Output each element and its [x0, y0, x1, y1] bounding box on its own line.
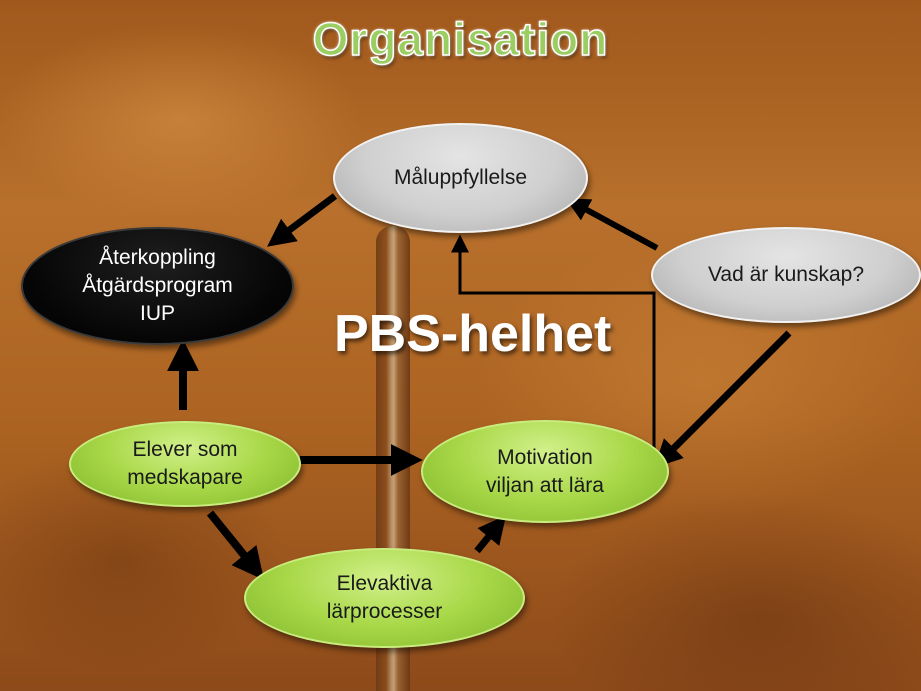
node-elever-som-medskapare: Elever som medskapare — [69, 421, 301, 507]
node-elevaktiva-line-2: lärprocesser — [326, 600, 443, 623]
node-aterkoppling: Återkoppling Åtgärdsprogram IUP — [21, 227, 294, 345]
node-aterkoppling-line-3: IUP — [139, 301, 175, 325]
node-motivation: Motivation viljan att lära — [421, 420, 669, 523]
arrow-motivation-to-maluppfyllelse — [451, 234, 656, 452]
center-label: PBS-helhet — [334, 305, 612, 363]
node-aterkoppling-line-1: Återkoppling — [99, 246, 216, 270]
node-maluppfyllelse: Måluppfyllelse — [333, 123, 588, 233]
slide-title: Organisation — [312, 12, 609, 66]
node-elevaktiva-line-1: Elevaktiva — [336, 572, 433, 596]
node-elever-line-2: medskapare — [127, 466, 243, 489]
node-elevaktiva-larprocesser: Elevaktiva lärprocesser — [244, 548, 525, 648]
node-elever-line-1: Elever som — [132, 438, 238, 462]
arrow-vad-ar-kunskap-to-maluppfyllelse — [565, 198, 659, 251]
arrow-elever-to-elevaktiva — [206, 510, 265, 580]
node-vad-ar-kunskap-line-1: Vad är kunskap? — [707, 263, 865, 287]
node-maluppfyllelse-line-1: Måluppfyllelse — [393, 166, 528, 190]
node-vad-ar-kunskap: Vad är kunskap? — [651, 227, 921, 323]
arrow-vad-ar-kunskap-to-motivation — [654, 330, 792, 468]
arrow-maluppfyllelse-to-aterkoppling — [267, 193, 338, 247]
arrow-elevaktiva-to-motivation — [474, 515, 507, 554]
node-motivation-line-1: Motivation — [497, 445, 593, 469]
node-aterkoppling-line-2: Åtgärdsprogram — [82, 274, 233, 298]
node-motivation-line-2: viljan att lära — [486, 473, 604, 497]
